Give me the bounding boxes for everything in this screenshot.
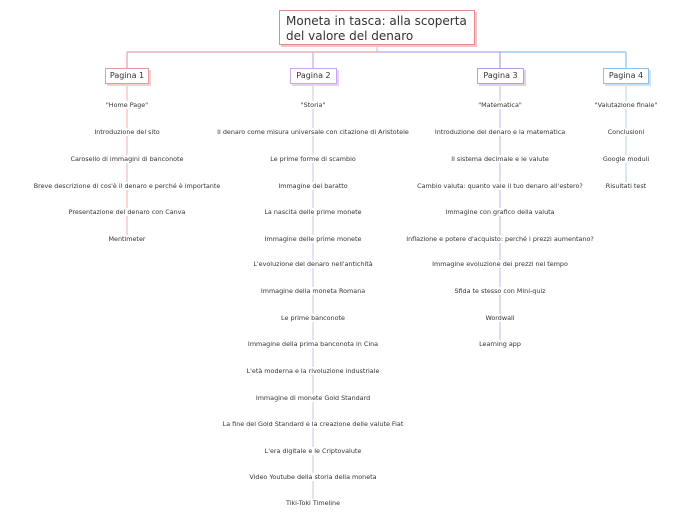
page1-item[interactable]: Presentazione del denaro con Canva	[67, 208, 187, 216]
page1-item[interactable]: Mentimeter	[107, 235, 147, 243]
page-4-node[interactable]: Pagina 4	[603, 68, 649, 84]
root-title-line1: Moneta in tasca: alla scoperta	[286, 14, 467, 28]
page1-item[interactable]: Breve descrizione di cos'è il denaro e p…	[32, 182, 222, 190]
page-3-node[interactable]: Pagina 3	[477, 68, 524, 84]
page2-item[interactable]: La fine del Gold Standard e la creazione…	[221, 420, 405, 428]
page2-item[interactable]: Immagine di monete Gold Standard	[254, 394, 372, 402]
page3-item[interactable]: "Matematica"	[477, 101, 523, 109]
page-2-node[interactable]: Pagina 2	[290, 68, 337, 84]
page2-item[interactable]: Le prime forme di scambio	[269, 155, 357, 163]
page3-item[interactable]: Inflazione e potere d'acquisto: perché i…	[405, 235, 595, 243]
page4-item[interactable]: Risultati test	[604, 182, 648, 190]
page-1-node[interactable]: Pagina 1	[105, 68, 149, 84]
page2-item[interactable]: Le prime banconote	[280, 314, 346, 322]
page4-item[interactable]: "Valutazione finale"	[593, 101, 659, 109]
page3-item[interactable]: Immagine evoluzione dei prezzi nel tempo	[431, 260, 569, 268]
page2-item[interactable]: L'evoluzione del denaro nell'antichità	[252, 260, 374, 268]
page2-item[interactable]: Immagine del baratto	[277, 182, 349, 190]
page4-item[interactable]: Conclusioni	[606, 128, 646, 136]
page2-item[interactable]: L'età moderna e la rivoluzione industria…	[245, 367, 381, 375]
page1-item[interactable]: "Home Page"	[104, 101, 150, 109]
page3-item[interactable]: Learning app	[478, 340, 522, 348]
page1-item[interactable]: Carosello di immagini di banconote	[69, 155, 185, 163]
page2-item[interactable]: "Storia"	[299, 101, 327, 109]
root-topic[interactable]: Moneta in tasca: alla scoperta del valor…	[279, 10, 475, 45]
page3-item[interactable]: Wordwall	[484, 314, 516, 322]
page3-item[interactable]: Introduzione del denaro e la matematica	[433, 128, 567, 136]
page2-item[interactable]: Video Youtube della storia della moneta	[248, 473, 378, 481]
page2-item[interactable]: Immagine delle prime monete	[263, 235, 363, 243]
page4-item[interactable]: Google moduli	[601, 155, 651, 163]
page2-item[interactable]: Immagine della prima banconota in Cina	[246, 340, 380, 348]
root-title-line2: del valore del denaro	[286, 29, 414, 43]
page2-item[interactable]: Tiki-Toki Timeline	[284, 499, 342, 507]
page2-item[interactable]: Immagine della moneta Romana	[259, 287, 367, 295]
page3-item[interactable]: Sfida te stesso con Mini-quiz	[453, 287, 547, 295]
page2-item[interactable]: La nascita delle prime monete	[263, 208, 363, 216]
page2-item[interactable]: Il denaro come misura universale con cit…	[216, 128, 410, 136]
page3-item[interactable]: Immagine con grafico della valuta	[444, 208, 556, 216]
page1-item[interactable]: Introduzione del sito	[93, 128, 161, 136]
page3-item[interactable]: Cambio valuta: quanto vale il tuo denaro…	[416, 182, 584, 190]
page3-item[interactable]: Il sistema decimale e le valute	[450, 155, 550, 163]
page2-item[interactable]: L'era digitale e le Criptovalute	[263, 447, 363, 455]
